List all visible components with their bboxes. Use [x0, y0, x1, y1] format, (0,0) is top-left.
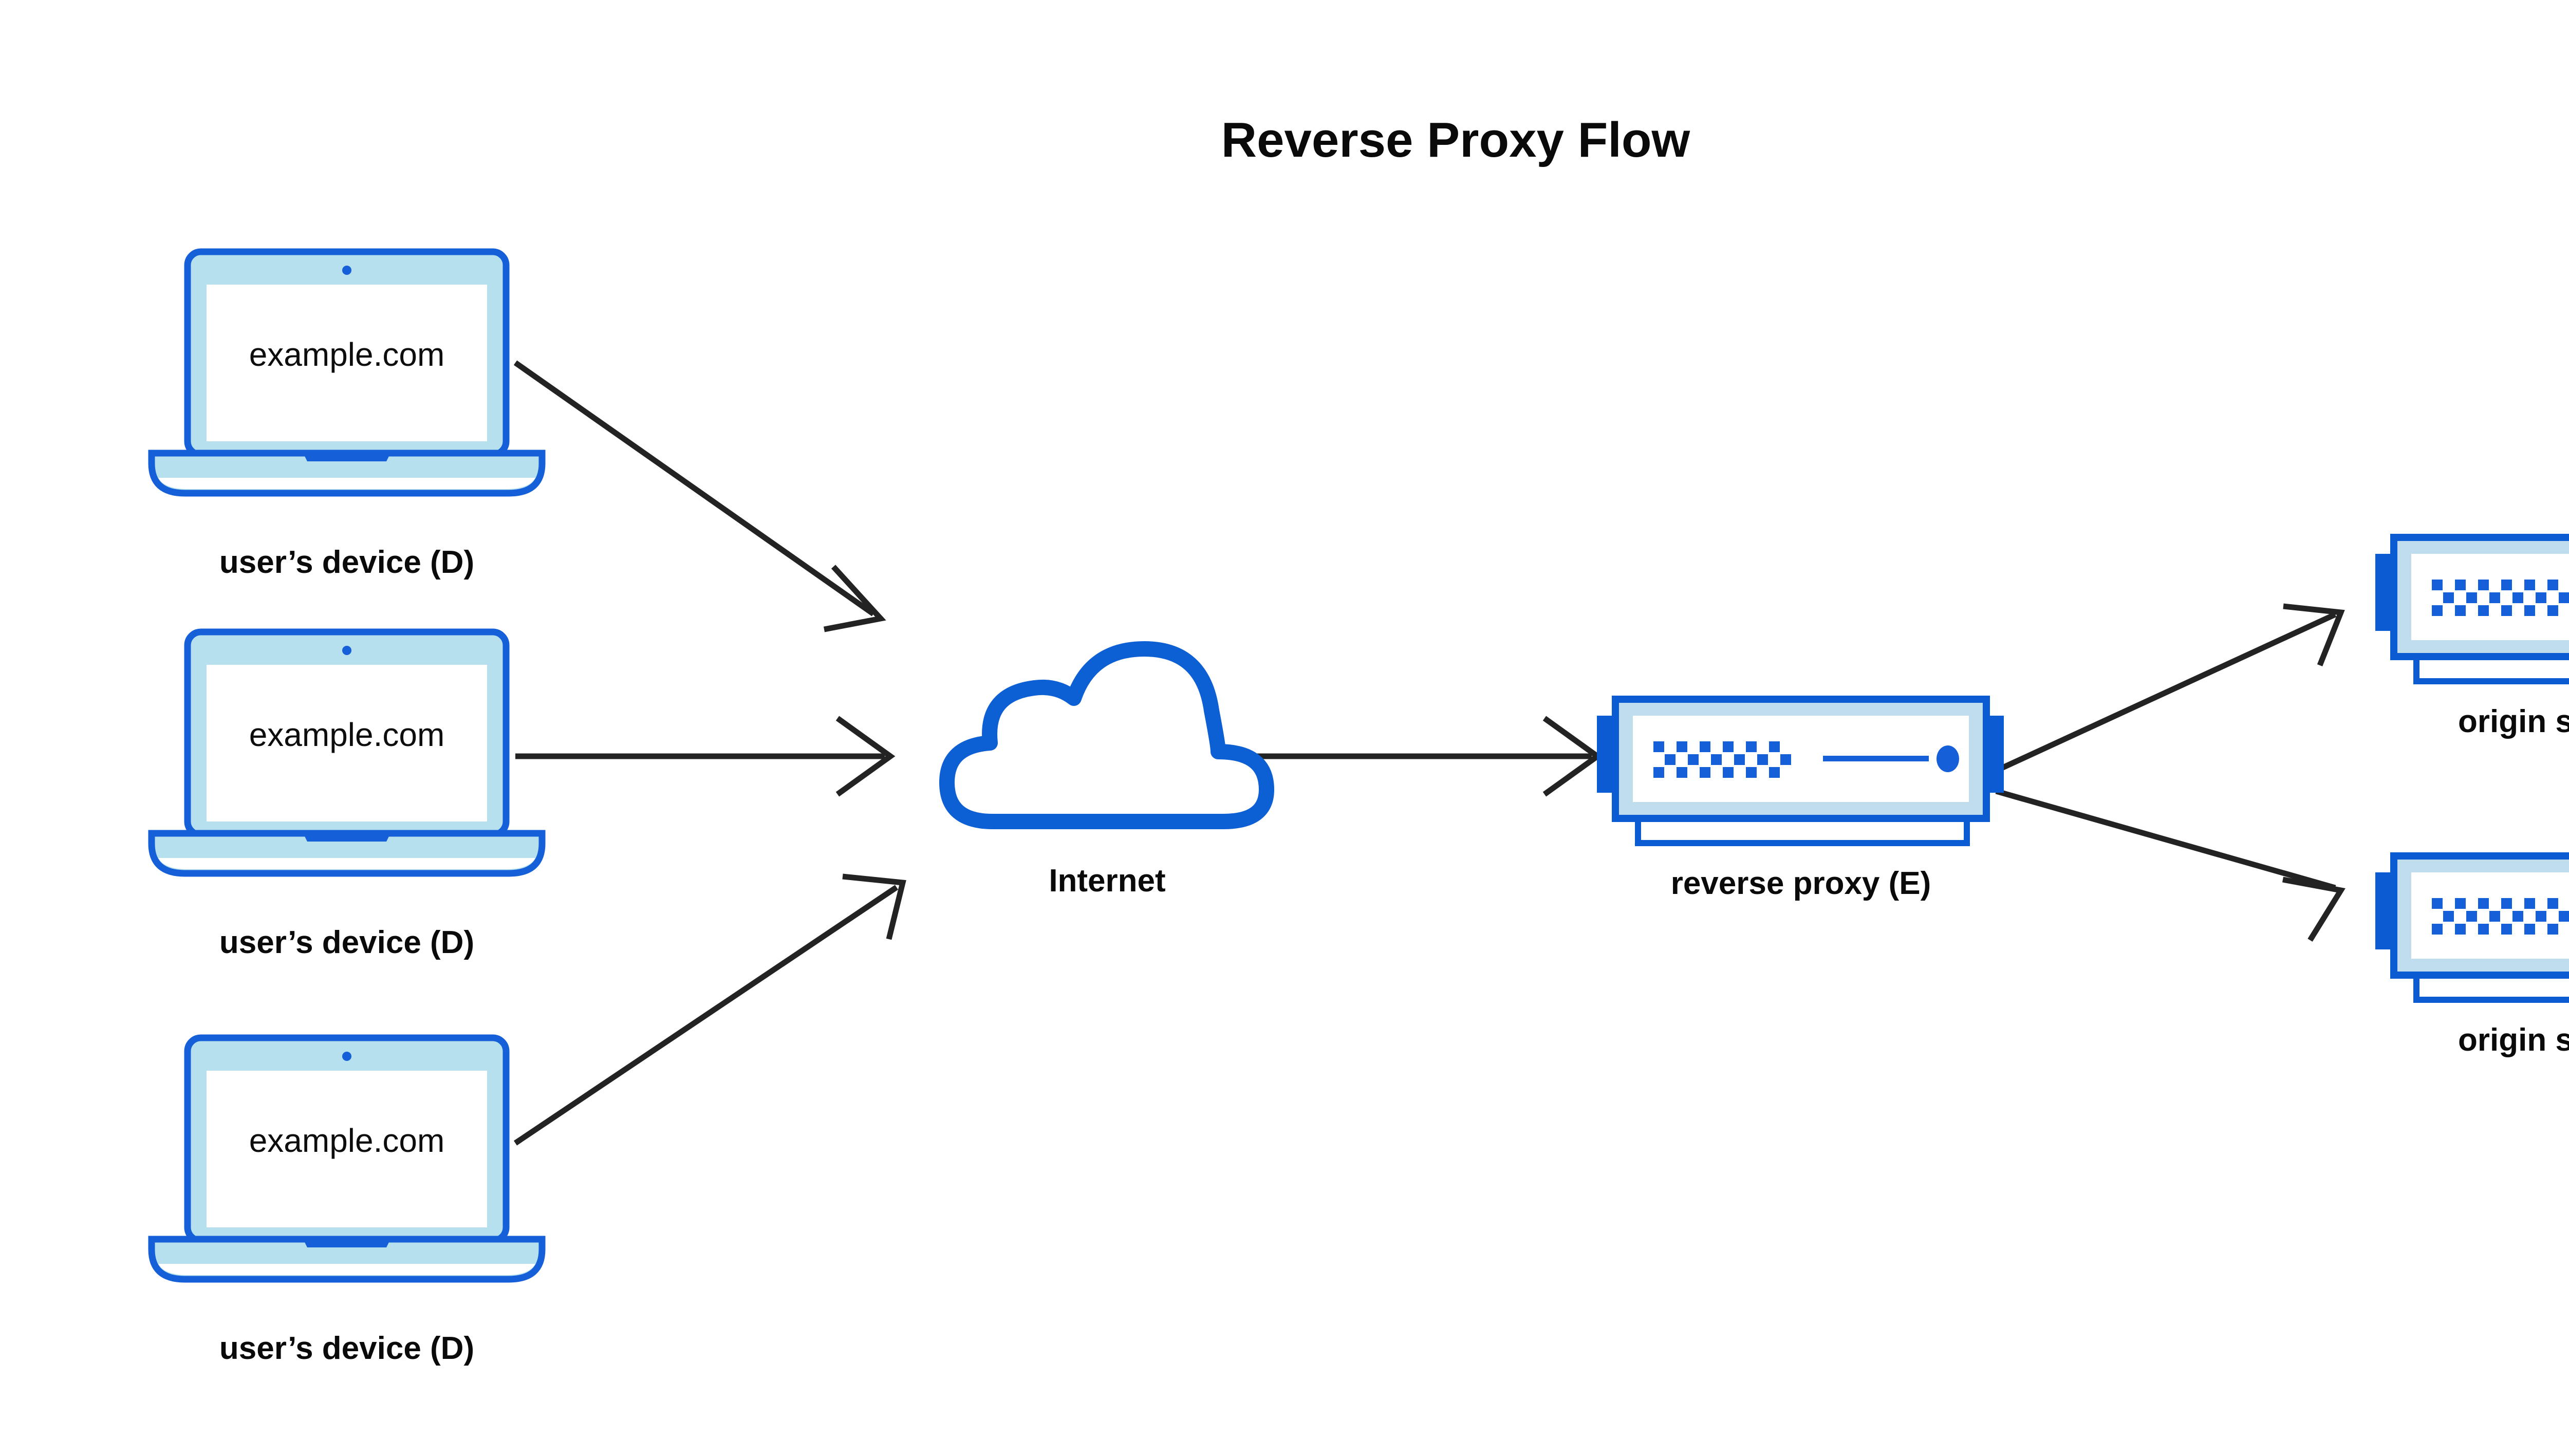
edge-device1-internet [513, 360, 886, 632]
server-vent-dots [2432, 898, 2569, 935]
node-reverse-proxy[interactable]: reverse proxy (E) [1597, 696, 2004, 901]
edge-device3-internet [513, 873, 906, 1146]
server-icon [2375, 852, 2569, 1003]
laptop-icon [148, 1034, 546, 1283]
node-origin-server-2[interactable]: origin server (F) [2375, 852, 2569, 1058]
server-icon [1597, 696, 2004, 846]
server-vent-dots [2432, 580, 2569, 616]
cloud-icon [939, 641, 1274, 829]
edge-proxy-origin2 [1995, 788, 2345, 942]
reverse-proxy-label: reverse proxy (E) [1671, 866, 1931, 901]
node-internet[interactable]: Internet [939, 641, 1274, 899]
server-vent-dots [1653, 741, 1791, 778]
device-screen-text: example.com [249, 716, 445, 753]
node-device-2[interactable]: example.com user’s device (D) [148, 628, 546, 960]
server-icon [2375, 534, 2569, 684]
internet-label: Internet [1049, 863, 1165, 899]
node-device-1[interactable]: example.com user’s device (D) [148, 248, 546, 580]
edge-internet-proxy [1231, 716, 1603, 797]
edge-proxy-origin1 [1995, 603, 2345, 773]
node-origin-server-1[interactable]: origin server (F) [2375, 534, 2569, 739]
device-label: user’s device (D) [219, 1331, 474, 1366]
device-label: user’s device (D) [219, 925, 474, 960]
device-screen-text: example.com [249, 1122, 445, 1159]
node-device-3[interactable]: example.com user’s device (D) [148, 1034, 546, 1366]
page-title: Reverse Proxy Flow [1221, 113, 1690, 167]
laptop-icon [148, 248, 546, 497]
device-screen-text: example.com [249, 336, 445, 373]
edge-device2-internet [515, 716, 896, 797]
origin-server-label: origin server (F) [2458, 704, 2569, 739]
origin-server-label: origin server (F) [2458, 1022, 2569, 1058]
device-label: user’s device (D) [219, 545, 474, 580]
connection-edges [513, 360, 2345, 1146]
laptop-icon [148, 628, 546, 877]
